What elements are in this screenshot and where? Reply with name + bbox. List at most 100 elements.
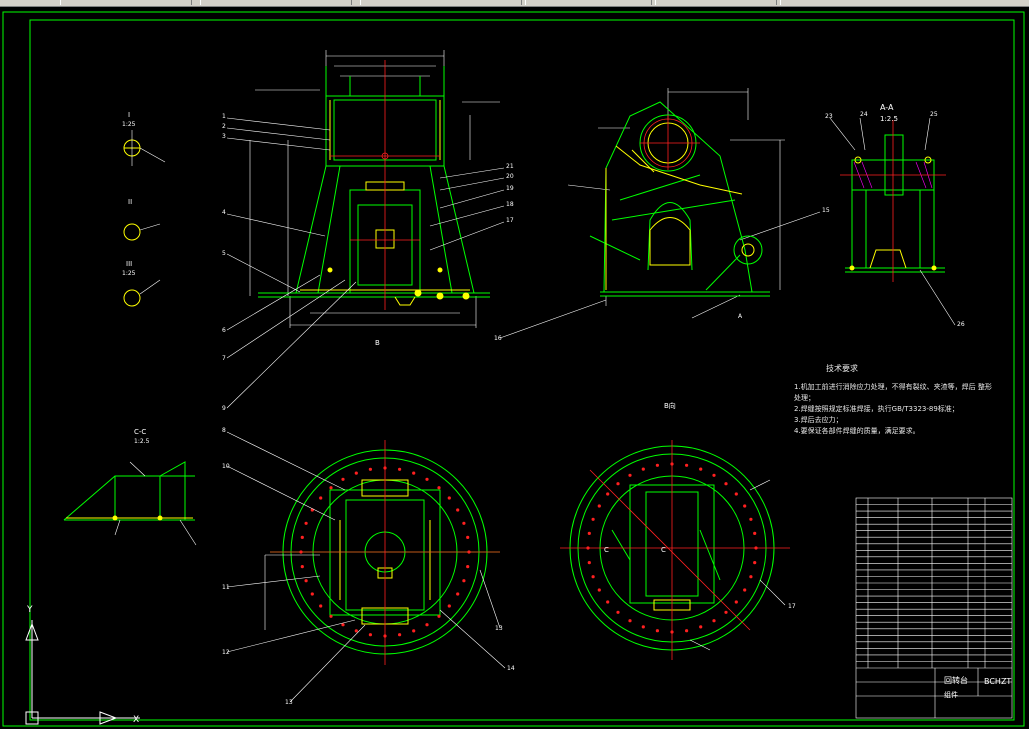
- toolbar-tab[interactable]: [655, 0, 777, 5]
- bolt-hole: [724, 610, 728, 614]
- bolt-hole: [587, 561, 591, 565]
- bolt-hole: [329, 486, 333, 490]
- bolt-hole: [655, 463, 660, 467]
- bolt-hole: [712, 473, 716, 477]
- bolt-circle: [299, 466, 471, 638]
- bolt-hole: [724, 482, 728, 486]
- bolt-hole: [753, 531, 757, 536]
- toolbar-tab[interactable]: [200, 0, 352, 5]
- part-label: 8: [222, 427, 226, 434]
- detail-scale: 1:25: [122, 270, 136, 277]
- part-label: 19: [506, 185, 514, 192]
- bolt-hole: [743, 504, 747, 508]
- bolt-hole: [341, 477, 345, 481]
- part-label: 4: [222, 209, 226, 216]
- bolt-hole: [670, 462, 674, 466]
- section-scale: 1:2.5: [880, 115, 898, 123]
- bolt-hole: [310, 592, 314, 596]
- bolt-hole: [398, 467, 402, 471]
- part-label: 13: [495, 625, 503, 632]
- title-block-code: BCHZT: [984, 677, 1012, 686]
- section-arrow-label: A: [738, 313, 743, 320]
- bolt-hole: [587, 531, 591, 536]
- part-label: 13: [285, 699, 293, 706]
- detail-title: III: [126, 260, 132, 268]
- bolt-circle: [586, 462, 758, 634]
- bolt-hole: [341, 623, 345, 627]
- bolt-hole: [591, 517, 595, 521]
- title-block: [855, 497, 1013, 719]
- bolt-hole: [304, 521, 308, 525]
- bolt-hole: [368, 633, 372, 637]
- part-label: 9: [222, 405, 226, 412]
- tech-req-title: 技术要求: [826, 364, 858, 373]
- bolt-hole: [437, 614, 441, 618]
- bolt-hole: [447, 496, 451, 500]
- tech-req-line: 处理；: [794, 394, 815, 402]
- part-label: 15: [822, 207, 830, 214]
- detail-title: I: [128, 111, 130, 119]
- bolt-hole: [749, 517, 753, 521]
- part-label: 24: [860, 111, 868, 118]
- bolt-hole: [412, 471, 416, 475]
- part-label: 21: [506, 163, 514, 170]
- bolt-hole: [591, 575, 595, 579]
- section-title: A-A: [880, 103, 894, 112]
- part-label: 12: [222, 649, 230, 656]
- part-label: 1: [222, 113, 226, 120]
- bolt-hole: [467, 550, 471, 554]
- bolt-hole: [655, 629, 660, 633]
- toolbar-tab[interactable]: [525, 0, 652, 5]
- side-view: 16 15 A: [494, 88, 830, 342]
- part-label: 10: [222, 463, 230, 470]
- bolt-hole: [597, 504, 601, 508]
- part-label: 26: [957, 321, 965, 328]
- bolt-hole: [699, 625, 703, 629]
- bolt-hole: [383, 634, 387, 638]
- detail-title: II: [128, 198, 132, 206]
- drawing-canvas[interactable]: 1 2 3 4 5 6 7 9 21 20 19 18 17: [0, 7, 1029, 729]
- part-label: 5: [222, 250, 226, 257]
- bolt-hole: [616, 610, 620, 614]
- bolt-hole: [685, 463, 689, 467]
- bolt-hole: [383, 466, 387, 470]
- outer-frame: [2, 11, 1025, 727]
- bolt-hole: [734, 600, 738, 604]
- tech-req-line: 4.要保证各部件焊缝的质量，满足要求。: [794, 427, 920, 435]
- bolt-hole: [641, 625, 645, 629]
- bolt-hole: [628, 473, 632, 477]
- bolt-hole: [447, 604, 451, 608]
- tech-req-line: 3.焊后去应力；: [794, 416, 843, 424]
- part-label: 7: [222, 355, 226, 362]
- part-label: 16: [494, 335, 502, 342]
- bolt-hole: [398, 633, 402, 637]
- bolt-hole: [456, 508, 460, 512]
- bolt-hole: [368, 467, 372, 471]
- bolt-hole: [466, 535, 470, 540]
- bolt-hole: [597, 588, 601, 592]
- toolbar-tab[interactable]: [780, 0, 1029, 5]
- bolt-hole: [304, 579, 308, 583]
- toolbar-tab[interactable]: [360, 0, 522, 5]
- part-label: 25: [930, 111, 938, 118]
- bolt-hole: [425, 477, 429, 481]
- toolbar-strip: [0, 0, 1029, 7]
- bolt-hole: [466, 565, 470, 569]
- inner-frame: [29, 19, 1015, 721]
- cad-drawing: 1 2 3 4 5 6 7 9 21 20 19 18 17: [2, 11, 1025, 727]
- bolt-hole: [586, 546, 590, 550]
- bolt-hole: [300, 565, 304, 569]
- ucs-y-label: Y: [26, 605, 33, 615]
- front-view: 1 2 3 4 5 6 7 9 21 20 19 18 17: [222, 50, 514, 412]
- bolt-hole: [685, 629, 689, 633]
- bolt-hole: [425, 623, 429, 627]
- part-label: 18: [506, 201, 514, 208]
- part-label: 20: [506, 173, 514, 180]
- bolt-hole: [734, 492, 738, 496]
- section-arrow-label: C: [661, 546, 666, 554]
- toolbar-tab[interactable]: [60, 0, 192, 5]
- bolt-hole: [606, 600, 610, 604]
- bolt-hole: [462, 579, 466, 583]
- part-label: 17: [788, 603, 796, 610]
- bolt-hole: [319, 496, 323, 500]
